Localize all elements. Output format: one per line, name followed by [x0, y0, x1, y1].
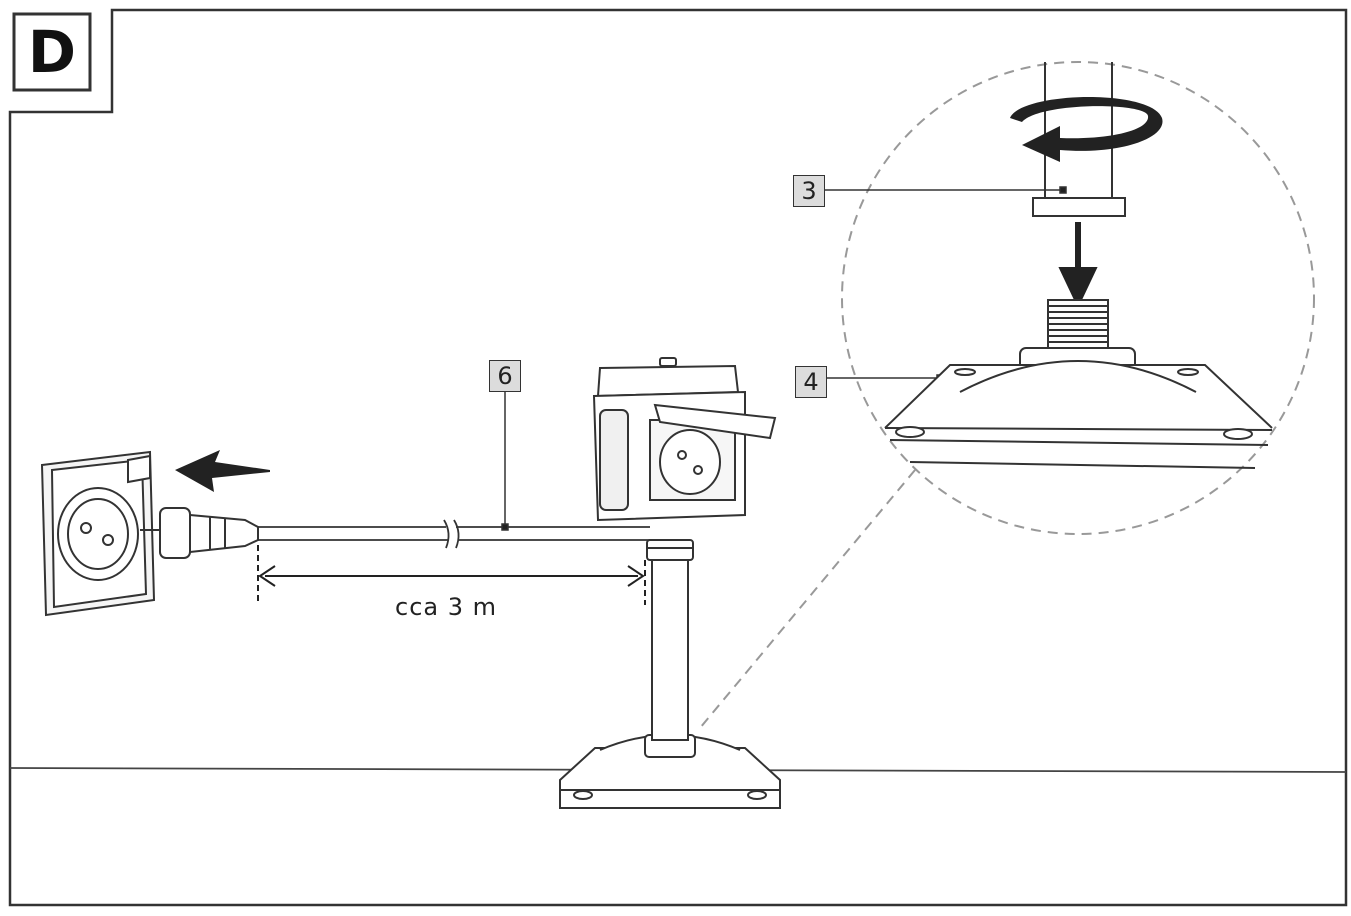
down-arrow-icon: [1058, 222, 1098, 309]
zoom-pipe: [1032, 62, 1126, 217]
zoom-threaded-base: [884, 299, 1273, 469]
figure-frame: [8, 8, 1348, 907]
figure-letter: D: [27, 18, 77, 86]
callout-label-4: 4: [795, 366, 827, 398]
cable-length-label: cca 3 m: [395, 593, 498, 621]
zoom-detail-circle: [699, 61, 1315, 729]
pull-direction-arrow: [175, 450, 270, 492]
callout-leaders: [501, 186, 1067, 531]
power-cable: [258, 519, 650, 549]
outdoor-socket-box: [592, 357, 777, 522]
socket-post: [559, 539, 781, 809]
power-plug: [140, 507, 259, 559]
callout-label-3: 3: [793, 175, 825, 207]
wall-socket: [40, 450, 156, 617]
rotation-arrow-icon: [1010, 96, 1163, 162]
callout-label-6: 6: [489, 360, 521, 392]
dimension-line: [257, 545, 646, 605]
